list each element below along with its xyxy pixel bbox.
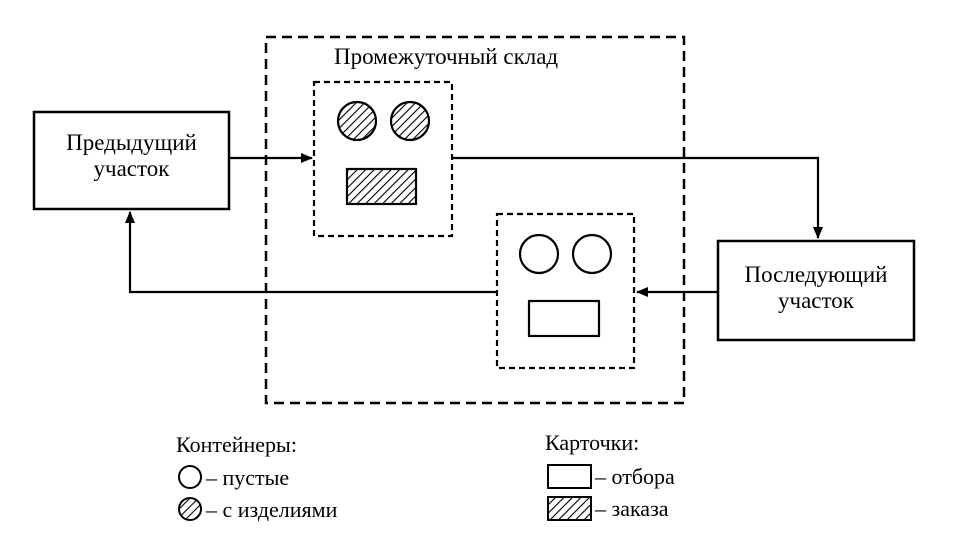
container-full-1 (336, 100, 378, 142)
legend-cards-title: Карточки: (545, 430, 640, 455)
previous-section-box (32, 110, 231, 211)
legend-full-container-label: – с изделиями (206, 497, 338, 522)
order-card (345, 167, 418, 206)
previous-section-line2: участок (93, 156, 170, 181)
legend-order-card-label: – заказа (595, 496, 669, 521)
legend-selection-card-label: – отбора (595, 464, 675, 489)
legend-empty-container-label: – пустые (206, 465, 290, 490)
stock-box-empty (495, 212, 636, 370)
next-section-label: Последующий участок (718, 262, 914, 314)
next-section-line1: Последующий (744, 262, 888, 287)
warehouse-frame (264, 35, 686, 405)
next-section-line2: участок (778, 288, 854, 313)
warehouse-title: Промежуточный склад (334, 44, 559, 69)
arrow-stock-to-next (452, 156, 823, 239)
legend-full-container-icon (178, 497, 202, 521)
next-section-box (716, 239, 916, 342)
previous-section-line1: Предыдущий (66, 130, 197, 155)
legend-selection-card-icon (547, 464, 592, 489)
container-full-2 (389, 100, 431, 142)
legend-containers-title: Контейнеры: (176, 432, 297, 457)
legend-empty-container-icon (178, 465, 202, 489)
legend-order-card-icon (547, 496, 592, 521)
selection-card (527, 299, 601, 338)
container-empty-2 (571, 233, 613, 275)
stock-box-full (312, 80, 454, 238)
previous-section-label: Предыдущий участок (34, 130, 229, 182)
container-empty-1 (518, 233, 560, 275)
arrow-stock-to-prev (125, 211, 497, 294)
